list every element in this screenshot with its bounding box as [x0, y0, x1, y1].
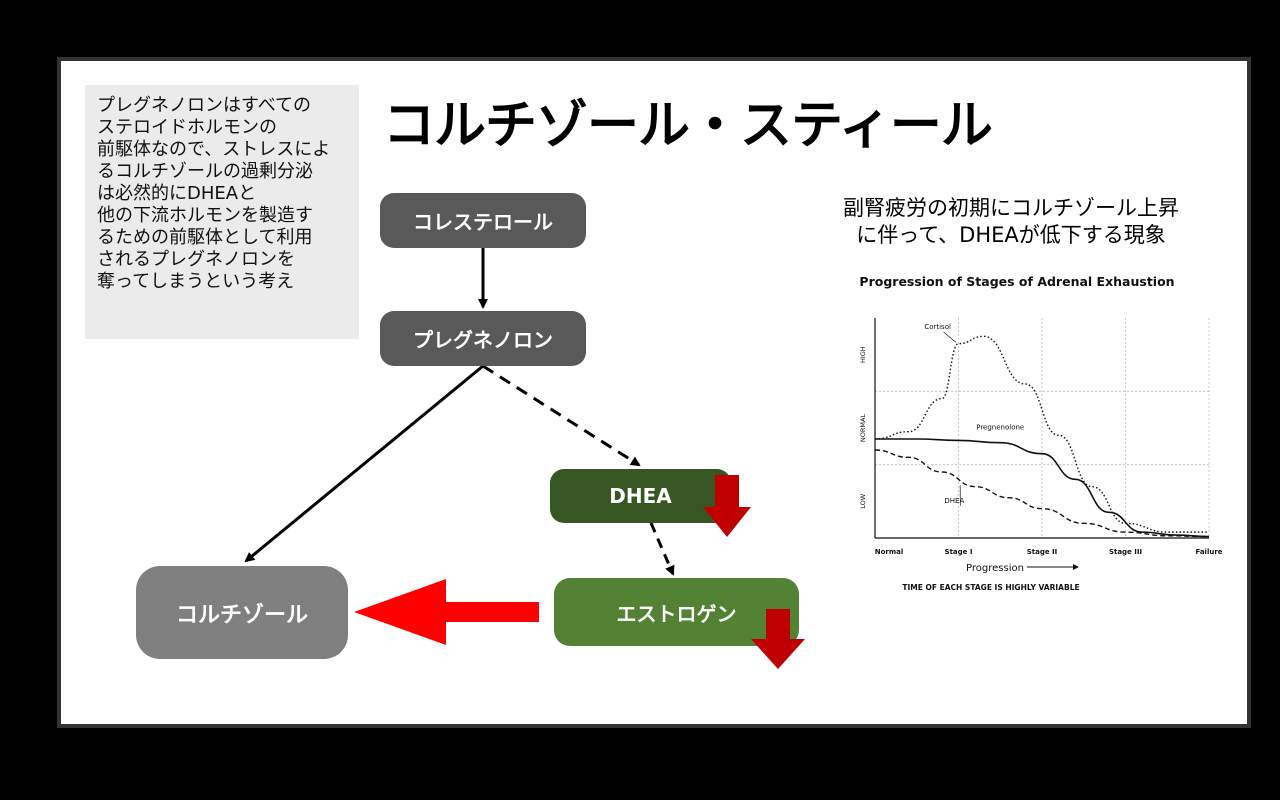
caption-line: 副腎疲労の初期にコルチゾール上昇 [843, 196, 1179, 220]
slide: プレグネノロンはすべての ステロイドホルモンの 前駆体なので、ストレスによ るコ… [57, 57, 1251, 728]
chart-labels: Normal Stage I Stage II Stage III Failure LOW… [859, 323, 1223, 556]
note-line: るコルチゾールの過剰分泌 [97, 161, 313, 182]
chart-series-label-dhea: DHEA [944, 497, 964, 505]
chart-footnote: TIME OF EACH STAGE IS HIGHLY VARIABLE [902, 583, 1079, 592]
chart-y-level-label: NORMAL [859, 414, 867, 443]
chart-y-level-label: LOW [859, 493, 867, 509]
note-line: は必然的にDHEAと [97, 183, 257, 204]
big-red-arrow-estrogen-to-cortisol [354, 579, 539, 645]
slide-title: コルチゾール・スティール [383, 96, 993, 156]
chart-x-tick-label: Failure [1195, 548, 1222, 556]
adrenal-stages-chart: Progression of Stages of Adrenal Exhaust… [859, 274, 1223, 592]
arrow-dhea-to-estrogen [649, 522, 675, 576]
note-line: 前駆体なので、ストレスによ [97, 139, 331, 160]
chart-series [874, 335, 1210, 538]
note-line: 奪ってしまうという考え [97, 271, 295, 292]
chart-x-tick-label: Stage III [1109, 548, 1142, 556]
chart-y-level-label: HIGH [859, 346, 867, 363]
chart-series-dhea [874, 449, 1210, 538]
chart-x-tick-label: Stage II [1027, 548, 1058, 556]
node-cortisol: コルチゾール [136, 566, 348, 659]
node-dhea: DHEA [550, 469, 731, 523]
note-line: ステロイドホルモンの [97, 117, 277, 138]
note-line: 他の下流ホルモンを製造す [97, 205, 313, 226]
explanation-note-box: プレグネノロンはすべての ステロイドホルモンの 前駆体なので、ストレスによ るコ… [85, 85, 359, 339]
chart-grid [875, 318, 1210, 538]
estrogen-decrease-arrow-icon [751, 609, 805, 669]
arrow-pregnenolone-to-dhea [482, 364, 641, 467]
arrow-pregnenolone-to-cortisol [244, 364, 484, 563]
chart-series-cortisol [874, 335, 1209, 533]
chart-caption: 副腎疲労の初期にコルチゾール上昇 に伴って、DHEAが低下する現象 [801, 195, 1221, 249]
node-pregnenolone: プレグネノロン [380, 311, 586, 366]
chart-title: Progression of Stages of Adrenal Exhaust… [859, 274, 1174, 289]
note-line: プレグネノロンはすべての [97, 95, 312, 116]
chart-axes [874, 318, 1209, 539]
chart-series-label-pregnenolone: Pregnenolone [976, 423, 1024, 431]
progression-arrow-head [1073, 564, 1079, 570]
dhea-decrease-arrow-icon [703, 475, 751, 537]
caption-line: に伴って、DHEAが低下する現象 [856, 223, 1166, 247]
chart-series-label-cortisol: Cortisol [924, 323, 951, 331]
chart-series-pregnenolone [875, 438, 1210, 538]
chart-x-tick-label: Normal [875, 548, 904, 556]
chart-series-leader-line [943, 331, 957, 343]
node-estrogen: エストロゲン [554, 578, 799, 646]
chart-x-axis-label: Progression [966, 563, 1024, 574]
note-line: されるプレグネノロンを [97, 249, 295, 270]
node-cholesterol: コレステロール [380, 193, 586, 248]
note-line: るための前駆体として利用 [97, 227, 313, 248]
chart-x-tick-label: Stage I [945, 548, 973, 556]
